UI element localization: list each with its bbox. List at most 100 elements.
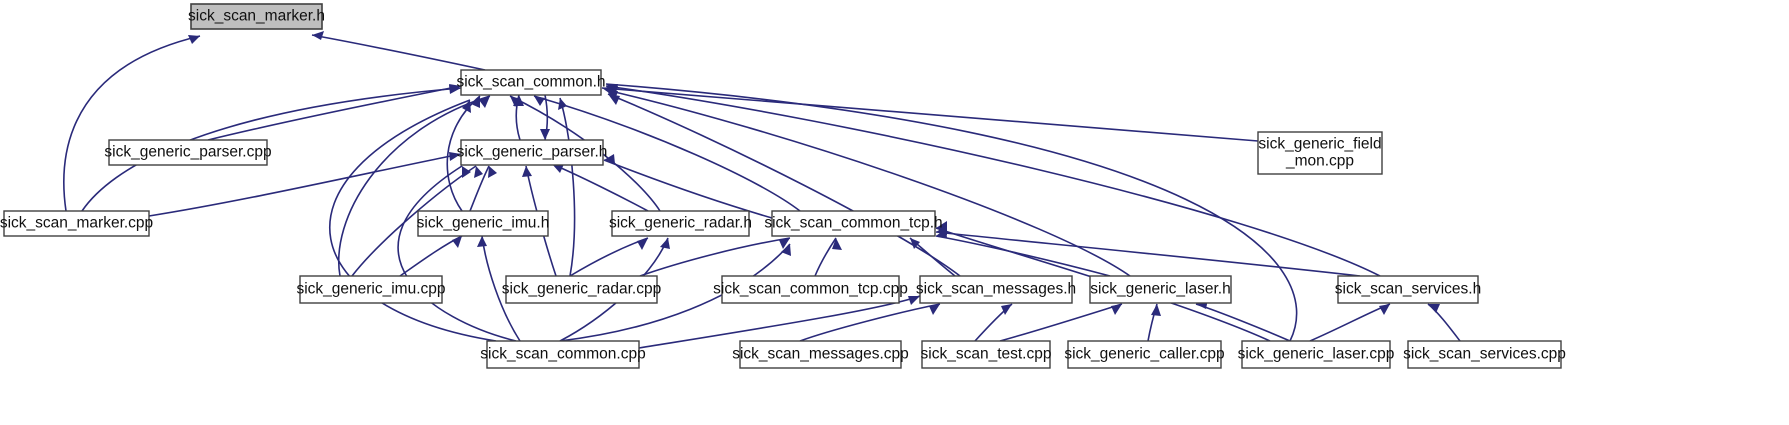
node-label: sick_generic_imu.cpp bbox=[296, 281, 445, 298]
node-label: sick_generic_caller.cpp bbox=[1064, 346, 1224, 363]
node-box[interactable] bbox=[417, 210, 549, 237]
node-common_cpp[interactable]: sick_scan_common.cpp bbox=[480, 340, 646, 369]
node-messages_cpp[interactable]: sick_scan_messages.cpp bbox=[732, 340, 909, 369]
edge-line bbox=[607, 93, 961, 277]
edge-line bbox=[605, 83, 1298, 342]
node-box[interactable] bbox=[108, 139, 268, 166]
edge-line bbox=[638, 295, 921, 349]
node-box[interactable] bbox=[1241, 340, 1391, 369]
edge-services_h-to-common_tcp_h bbox=[935, 225, 1361, 277]
node-box[interactable] bbox=[1067, 340, 1222, 369]
edge-line bbox=[603, 159, 773, 219]
edge-common_cpp-to-common_tcp_h bbox=[559, 243, 791, 342]
node-box[interactable] bbox=[1407, 340, 1562, 369]
node-label: sick_scan_common.h bbox=[456, 74, 605, 91]
edge-line bbox=[311, 34, 486, 71]
edge-line bbox=[799, 303, 941, 342]
edge-common_tcp_cpp-to-common_tcp_h bbox=[814, 237, 842, 277]
arrow-head-icon bbox=[908, 296, 920, 305]
node-box[interactable] bbox=[3, 210, 150, 237]
arrow-head-icon bbox=[637, 238, 648, 250]
arrow-head-icon bbox=[1001, 304, 1012, 315]
node-box[interactable] bbox=[299, 275, 443, 304]
arrow-head-icon bbox=[449, 84, 461, 93]
node-box[interactable] bbox=[460, 69, 602, 96]
node-label: sick_scan_common.cpp bbox=[480, 346, 645, 363]
arrow-head-icon bbox=[479, 96, 490, 108]
node-box[interactable] bbox=[739, 340, 902, 369]
node-field_mon_cpp[interactable]: sick_generic_field_mon.cpp bbox=[1257, 131, 1383, 175]
node-common_tcp_h[interactable]: sick_scan_common_tcp.h bbox=[764, 210, 943, 237]
node-box[interactable] bbox=[921, 340, 1051, 369]
edge-test_cpp-to-messages_h bbox=[974, 303, 1013, 342]
edge-line bbox=[814, 237, 837, 277]
edge-laser_cpp-to-common_h bbox=[605, 83, 1298, 342]
arrow-head-icon bbox=[910, 238, 920, 249]
node-test_cpp[interactable]: sick_scan_test.cpp bbox=[921, 340, 1052, 369]
arrow-head-icon bbox=[1428, 304, 1440, 313]
edge-imu_cpp-to-imu_h bbox=[399, 235, 463, 277]
arrow-head-icon bbox=[449, 152, 461, 161]
node-box[interactable] bbox=[721, 275, 900, 304]
node-caller_cpp[interactable]: sick_generic_caller.cpp bbox=[1064, 340, 1225, 369]
edge-common_cpp-to-messages_h bbox=[638, 295, 921, 349]
node-box[interactable] bbox=[611, 210, 750, 237]
edge-laser_cpp-to-laser_h bbox=[1195, 299, 1291, 342]
arrow-head-icon bbox=[534, 96, 545, 106]
node-parser_h[interactable]: sick_generic_parser.h bbox=[457, 139, 608, 166]
node-radar_h[interactable]: sick_generic_radar.h bbox=[609, 210, 752, 237]
edge-line bbox=[1195, 303, 1291, 342]
arrow-head-icon bbox=[1151, 304, 1161, 316]
node-common_h[interactable]: sick_scan_common.h bbox=[456, 69, 606, 96]
node-label: sick_generic_parser.h bbox=[457, 144, 608, 161]
node-layer: sick_scan_marker.h sick_scan_common.hsick… bbox=[0, 3, 1566, 369]
edge-messages_h-to-common_h bbox=[607, 93, 961, 277]
node-laser_h[interactable]: sick_generic_laser.h bbox=[1089, 275, 1232, 304]
node-messages_h[interactable]: sick_scan_messages.h bbox=[916, 275, 1076, 304]
node-box[interactable] bbox=[919, 275, 1073, 304]
node-marker_cpp[interactable]: sick_scan_marker.cpp bbox=[0, 210, 153, 237]
node-imu_cpp[interactable]: sick_generic_imu.cpp bbox=[296, 275, 446, 304]
node-box[interactable] bbox=[460, 139, 604, 166]
node-box[interactable] bbox=[486, 340, 640, 369]
node-parser_cpp[interactable]: sick_generic_parser.cpp bbox=[104, 139, 272, 166]
node-box[interactable] bbox=[1257, 131, 1383, 175]
node-laser_cpp[interactable]: sick_generic_laser.cpp bbox=[1238, 340, 1395, 369]
node-label: sick_generic_imu.h bbox=[417, 215, 550, 232]
arrow-head-icon bbox=[522, 166, 532, 177]
arrow-head-icon bbox=[462, 166, 471, 178]
edge-common_h-to-marker_h bbox=[311, 31, 486, 71]
edge-radar_cpp-to-common_tcp_h bbox=[639, 237, 791, 277]
node-imu_h[interactable]: sick_generic_imu.h bbox=[417, 210, 550, 237]
edge-line bbox=[328, 99, 497, 342]
node-box[interactable] bbox=[1337, 275, 1479, 304]
edge-services_cpp-to-services_h bbox=[1427, 303, 1461, 342]
arrow-head-icon bbox=[779, 238, 790, 249]
edge-line bbox=[63, 35, 201, 212]
edge-messages_h-to-common_tcp_h bbox=[909, 237, 956, 277]
node-box[interactable] bbox=[771, 210, 936, 237]
node-marker_h[interactable]: sick_scan_marker.h bbox=[188, 3, 325, 30]
edge-line bbox=[605, 89, 1131, 277]
node-radar_cpp[interactable]: sick_generic_radar.cpp bbox=[502, 275, 661, 304]
node-common_tcp_cpp[interactable]: sick_scan_common_tcp.cpp bbox=[713, 275, 908, 304]
node-box[interactable] bbox=[1089, 275, 1232, 304]
arrow-head-icon bbox=[660, 238, 670, 249]
node-services_h[interactable]: sick_scan_services.h bbox=[1335, 275, 1481, 304]
node-services_cpp[interactable]: sick_scan_services.cpp bbox=[1403, 340, 1566, 369]
arrow-head-icon bbox=[510, 96, 521, 107]
arrow-head-icon bbox=[781, 244, 791, 256]
node-box[interactable] bbox=[505, 275, 658, 304]
edge-imu_h-to-parser_h bbox=[469, 165, 497, 212]
edge-test_cpp-to-laser_h bbox=[999, 303, 1123, 342]
node-box[interactable] bbox=[190, 3, 323, 30]
edge-line bbox=[533, 95, 801, 212]
edge-messages_cpp-to-messages_h bbox=[799, 303, 941, 342]
edge-line bbox=[397, 165, 517, 342]
arrow-head-icon bbox=[462, 100, 471, 113]
node-label: sick_scan_services.h bbox=[1335, 281, 1481, 298]
arrow-head-icon bbox=[471, 96, 480, 108]
edge-line bbox=[207, 85, 462, 141]
arrow-head-icon bbox=[936, 221, 947, 231]
